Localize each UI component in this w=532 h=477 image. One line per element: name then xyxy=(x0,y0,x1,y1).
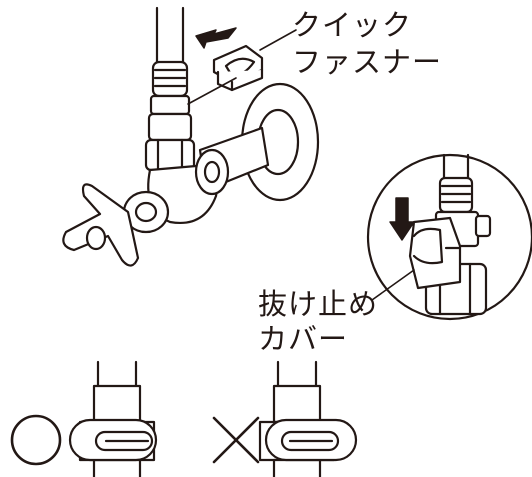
leader-quick-fastener xyxy=(259,29,297,51)
supply-hose xyxy=(147,6,193,142)
cover-label-line1: 抜け止め xyxy=(258,287,379,321)
direction-arrow xyxy=(195,27,237,49)
incorrect-mark-icon xyxy=(212,416,260,464)
leader-hose xyxy=(187,77,237,105)
valve-body xyxy=(122,138,230,234)
down-arrow xyxy=(389,197,415,241)
quick-fastener-label-line1: クイック xyxy=(292,8,413,42)
cover-label-line2: カバー xyxy=(258,322,349,356)
leader-cover xyxy=(371,269,415,301)
valve-handle xyxy=(62,183,140,267)
correct-mark-icon xyxy=(10,414,62,466)
quick-fastener-label-line2: ファスナー xyxy=(292,45,443,79)
quick-fastener-clip xyxy=(212,44,264,92)
incorrect-example xyxy=(258,360,358,477)
wall-flange xyxy=(240,82,320,202)
detail-cover xyxy=(408,216,462,290)
correct-example xyxy=(68,360,158,477)
